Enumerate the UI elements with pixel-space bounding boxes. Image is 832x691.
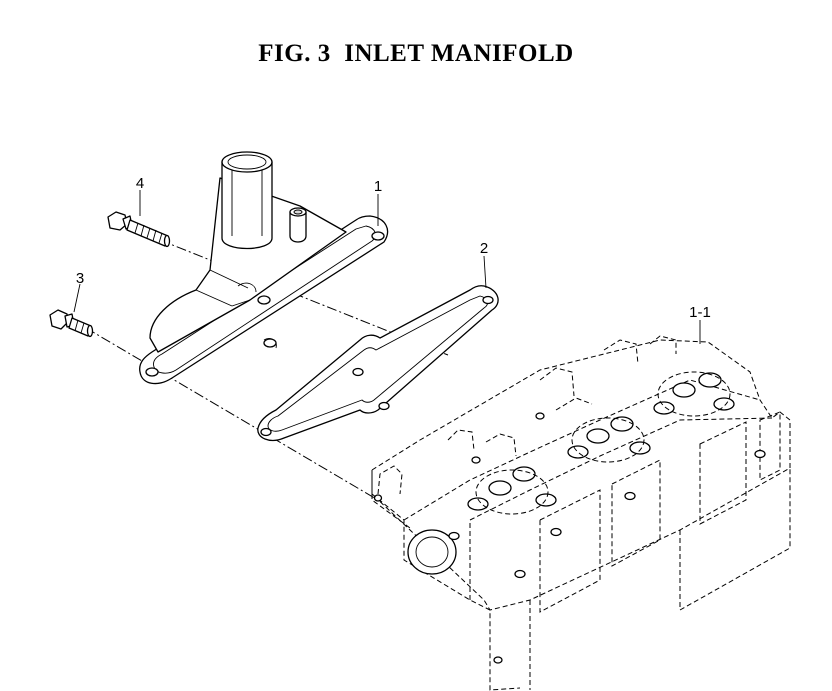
figure-title: FIG. 3 INLET MANIFOLD (258, 40, 574, 67)
bolt-4-icon (107, 211, 171, 248)
callout-part-4: 4 (136, 175, 144, 192)
leader-line-2 (483, 255, 487, 289)
bolt-3-center-line (85, 327, 379, 501)
gasket-icon (257, 285, 499, 442)
callout-part-2: 2 (480, 240, 488, 257)
callout-part-1-1: 1-1 (689, 304, 711, 321)
cylinder-head-icon (371, 335, 791, 691)
bolt-3-icon (49, 309, 94, 338)
callout-part-3: 3 (76, 270, 84, 287)
leader-line-3 (73, 283, 81, 313)
callout-part-1: 1 (374, 178, 382, 195)
inlet-manifold-icon (139, 151, 389, 385)
